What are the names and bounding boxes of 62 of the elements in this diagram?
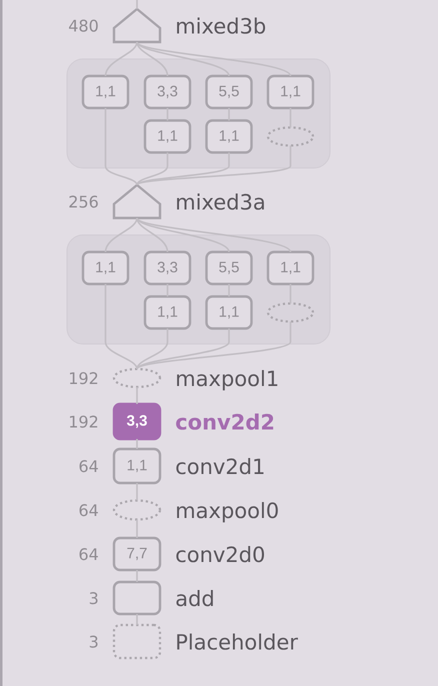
connector-line — [136, 42, 230, 76]
layer-box: 5,5 — [205, 250, 253, 286]
layer-box: 1,1 — [82, 250, 130, 286]
layer-box: 1,1 — [144, 295, 192, 330]
channel-count: 3 — [90, 592, 98, 604]
rounded-box — [112, 580, 162, 616]
dotted-box — [112, 624, 162, 660]
layer-box: 3,3 — [144, 250, 192, 286]
connector-line — [136, 328, 168, 370]
connector-line — [136, 328, 230, 370]
connector-line — [136, 146, 292, 186]
connector-line — [136, 0, 138, 9]
layer-name: maxpool1 — [177, 370, 278, 390]
connector-line — [136, 152, 230, 186]
layer-name: maxpool0 — [177, 502, 278, 522]
layer-name: mixed3b — [177, 18, 266, 34]
layer-name: Placeholder — [177, 634, 298, 650]
layer-name: mixed3a — [177, 194, 264, 210]
layer-box: 1,1 — [205, 295, 253, 330]
connector-line — [136, 152, 168, 186]
channel-count: 192 — [70, 372, 98, 384]
connector-line — [104, 42, 138, 76]
layer-box: 5,5 — [205, 74, 253, 110]
layer-box: 1,1 — [205, 119, 253, 154]
connector-line — [136, 614, 138, 625]
layer-box: 1,1 — [266, 74, 314, 110]
dotted-ellipse — [112, 499, 162, 521]
connector-line — [104, 284, 138, 370]
layer-box: 1,1 — [266, 250, 314, 286]
layer-box: 1,1 — [144, 119, 192, 154]
connector-line — [136, 570, 138, 582]
layer-name: conv2d2 — [176, 414, 274, 430]
connector-line — [136, 41, 292, 76]
layer-box: 3,3 — [112, 402, 162, 440]
channel-count: 192 — [70, 416, 98, 428]
dotted-ellipse — [112, 368, 162, 388]
connector-line — [136, 217, 292, 252]
layer-name: conv2d1 — [176, 458, 264, 474]
connector-line — [104, 218, 138, 252]
connector-line — [136, 387, 138, 404]
layer-name: add — [176, 590, 213, 606]
dotted-ellipse — [266, 302, 314, 323]
channel-count: 64 — [80, 460, 98, 472]
layer-box: 7,7 — [112, 536, 162, 572]
layer-name: conv2d0 — [176, 546, 264, 562]
channel-count: 256 — [69, 196, 98, 208]
connector-line — [136, 218, 230, 252]
layer-box: 1,1 — [112, 448, 162, 484]
channel-count: 3 — [90, 636, 98, 648]
connector-line — [136, 42, 168, 76]
connector-line — [104, 108, 138, 186]
connector-line — [136, 218, 168, 252]
connector-line — [136, 520, 138, 538]
connector-line — [136, 439, 138, 449]
channel-count: 64 — [80, 548, 98, 560]
channel-count: 480 — [69, 20, 98, 32]
channel-count: 64 — [80, 504, 98, 516]
layer-box: 1,1 — [82, 74, 130, 110]
connector-line — [136, 483, 138, 500]
layer-box: 3,3 — [144, 74, 192, 110]
connector-line — [136, 322, 292, 370]
dotted-ellipse — [266, 126, 314, 147]
